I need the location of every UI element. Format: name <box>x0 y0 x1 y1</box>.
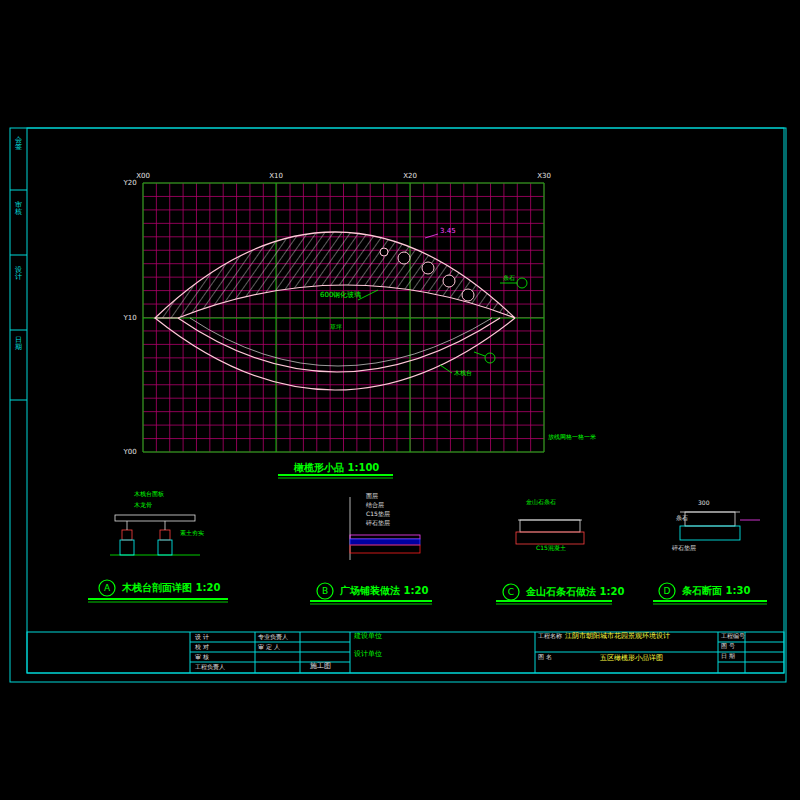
annotation: 木龙骨 <box>134 502 152 508</box>
annotation: 木栈台 <box>454 370 472 376</box>
drawing-title: 橄榄形小品 1:100 <box>294 463 379 473</box>
detail-title: 条石断面 1:30 <box>682 586 750 596</box>
annotation: 碎石垫层 <box>672 545 696 551</box>
grid-line <box>143 357 544 358</box>
annotation: 工程负责人 <box>195 664 225 670</box>
annotation: 审 定 人 <box>258 644 280 650</box>
annotation: 碎石垫层 <box>366 520 390 526</box>
annotation: C15垫层 <box>366 511 390 517</box>
annotation: 条石 <box>676 515 688 521</box>
annotation: X00 <box>136 173 150 180</box>
annotation: 300 <box>698 500 709 506</box>
grid-line <box>143 183 544 184</box>
annotation: Y20 <box>123 180 136 187</box>
annotation: 日期 <box>15 337 22 352</box>
grid-line <box>143 384 544 385</box>
detail-marker: C金山石条石做法 1:20 <box>502 583 520 601</box>
marker-letter: C <box>508 588 514 597</box>
annotation: 五区橄榄形小品详图 <box>600 655 663 662</box>
annotation: 工程名称 <box>538 633 562 639</box>
grid-line <box>143 196 544 197</box>
annotation: 结合层 <box>366 502 384 508</box>
annotation: 建设单位 <box>354 633 382 640</box>
annotation: C15混凝土 <box>536 545 566 551</box>
grid-line <box>143 398 544 399</box>
detail-marker: A木栈台剖面详图 1:20 <box>98 579 116 597</box>
marker-letter: B <box>322 587 328 596</box>
grid-line <box>143 452 544 453</box>
annotation: 审 核 <box>195 654 209 660</box>
detail-title: 金山石条石做法 1:20 <box>526 587 624 597</box>
annotation: X20 <box>403 173 417 180</box>
grid-line <box>143 223 544 224</box>
annotation: 放线网格一格一米 <box>548 434 596 440</box>
annotation: 设 计 <box>195 634 209 640</box>
annotation: 日 期 <box>721 653 735 659</box>
annotation: X30 <box>537 173 551 180</box>
annotation: 600钢化玻璃 <box>320 292 361 299</box>
detail-marker: B广场铺装做法 1:20 <box>316 582 334 600</box>
detail-title: 广场铺装做法 1:20 <box>340 586 428 596</box>
annotation: Y10 <box>123 315 136 322</box>
annotation: 条石 <box>503 275 515 281</box>
annotation: 工程编号 <box>721 633 745 639</box>
annotation: 图 号 <box>721 643 735 649</box>
annotation: 面层 <box>366 493 378 499</box>
annotation: 江阴市朝阳城市花园景观环境设计 <box>565 633 670 640</box>
annotation: 金山石条石 <box>526 499 556 505</box>
grid-line <box>143 209 544 210</box>
annotation: 草坪 <box>330 324 342 330</box>
annotation: Y00 <box>123 449 136 456</box>
annotation: 会签 <box>15 137 22 152</box>
marker-letter: A <box>104 584 110 593</box>
grid-line <box>143 411 544 412</box>
grid-line <box>143 438 544 439</box>
annotation: X10 <box>269 173 283 180</box>
annotation: 素土夯实 <box>180 530 204 536</box>
annotation: 施工图 <box>310 663 331 670</box>
detail-marker: D条石断面 1:30 <box>658 582 676 600</box>
grid-line <box>143 425 544 426</box>
annotation: 3.45 <box>440 228 456 235</box>
grid-line <box>143 344 544 345</box>
marker-letter: D <box>664 587 671 596</box>
annotation: 设计 <box>15 267 22 282</box>
annotation: 木栈台面板 <box>134 491 164 497</box>
annotation: 审核 <box>15 202 22 217</box>
grid-line <box>143 317 544 318</box>
annotation: 校 对 <box>195 644 209 650</box>
grid-line <box>143 330 544 331</box>
annotation: 设计单位 <box>354 651 382 658</box>
detail-title: 木栈台剖面详图 1:20 <box>122 583 220 593</box>
annotation: 图 名 <box>538 654 552 660</box>
annotation: 专业负责人 <box>258 634 288 640</box>
